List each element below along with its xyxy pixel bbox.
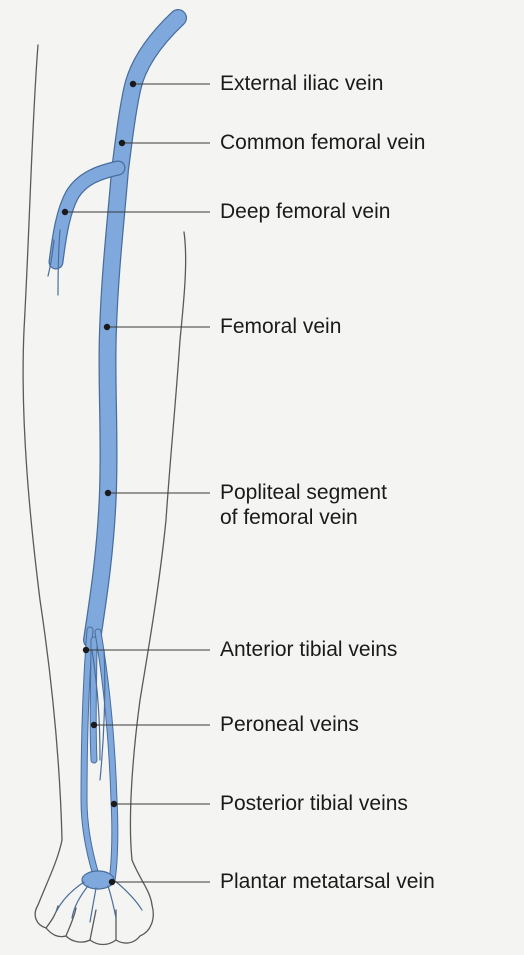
- label-common-femoral-vein: Common femoral vein: [220, 130, 425, 155]
- label-popliteal-line1: Popliteal segment: [220, 480, 387, 505]
- dot-peroneal: [91, 722, 97, 728]
- label-posterior-tibial-veins: Posterior tibial veins: [220, 791, 408, 816]
- label-deep-femoral-vein: Deep femoral vein: [220, 199, 390, 224]
- label-peroneal-veins: Peroneal veins: [220, 712, 359, 737]
- dot-plantar-metatarsal: [109, 879, 115, 885]
- label-anterior-tibial-veins: Anterior tibial veins: [220, 637, 397, 662]
- plantar-arch: [82, 871, 114, 889]
- label-popliteal-line2: of femoral vein: [220, 505, 387, 530]
- dot-external-iliac: [130, 81, 136, 87]
- label-popliteal-segment: Popliteal segment of femoral vein: [220, 480, 387, 530]
- dot-femoral: [104, 324, 110, 330]
- label-plantar-metatarsal-vein: Plantar metatarsal vein: [220, 869, 435, 894]
- dot-popliteal: [105, 490, 111, 496]
- label-femoral-vein: Femoral vein: [220, 314, 341, 339]
- dot-posterior-tibial: [111, 801, 117, 807]
- leg-outline-lateral: [23, 45, 62, 840]
- vein-system: [48, 18, 178, 922]
- dot-anterior-tibial: [83, 647, 89, 653]
- label-external-iliac-vein: External iliac vein: [220, 71, 383, 96]
- dot-deep-femoral: [62, 209, 68, 215]
- dot-common-femoral: [119, 140, 125, 146]
